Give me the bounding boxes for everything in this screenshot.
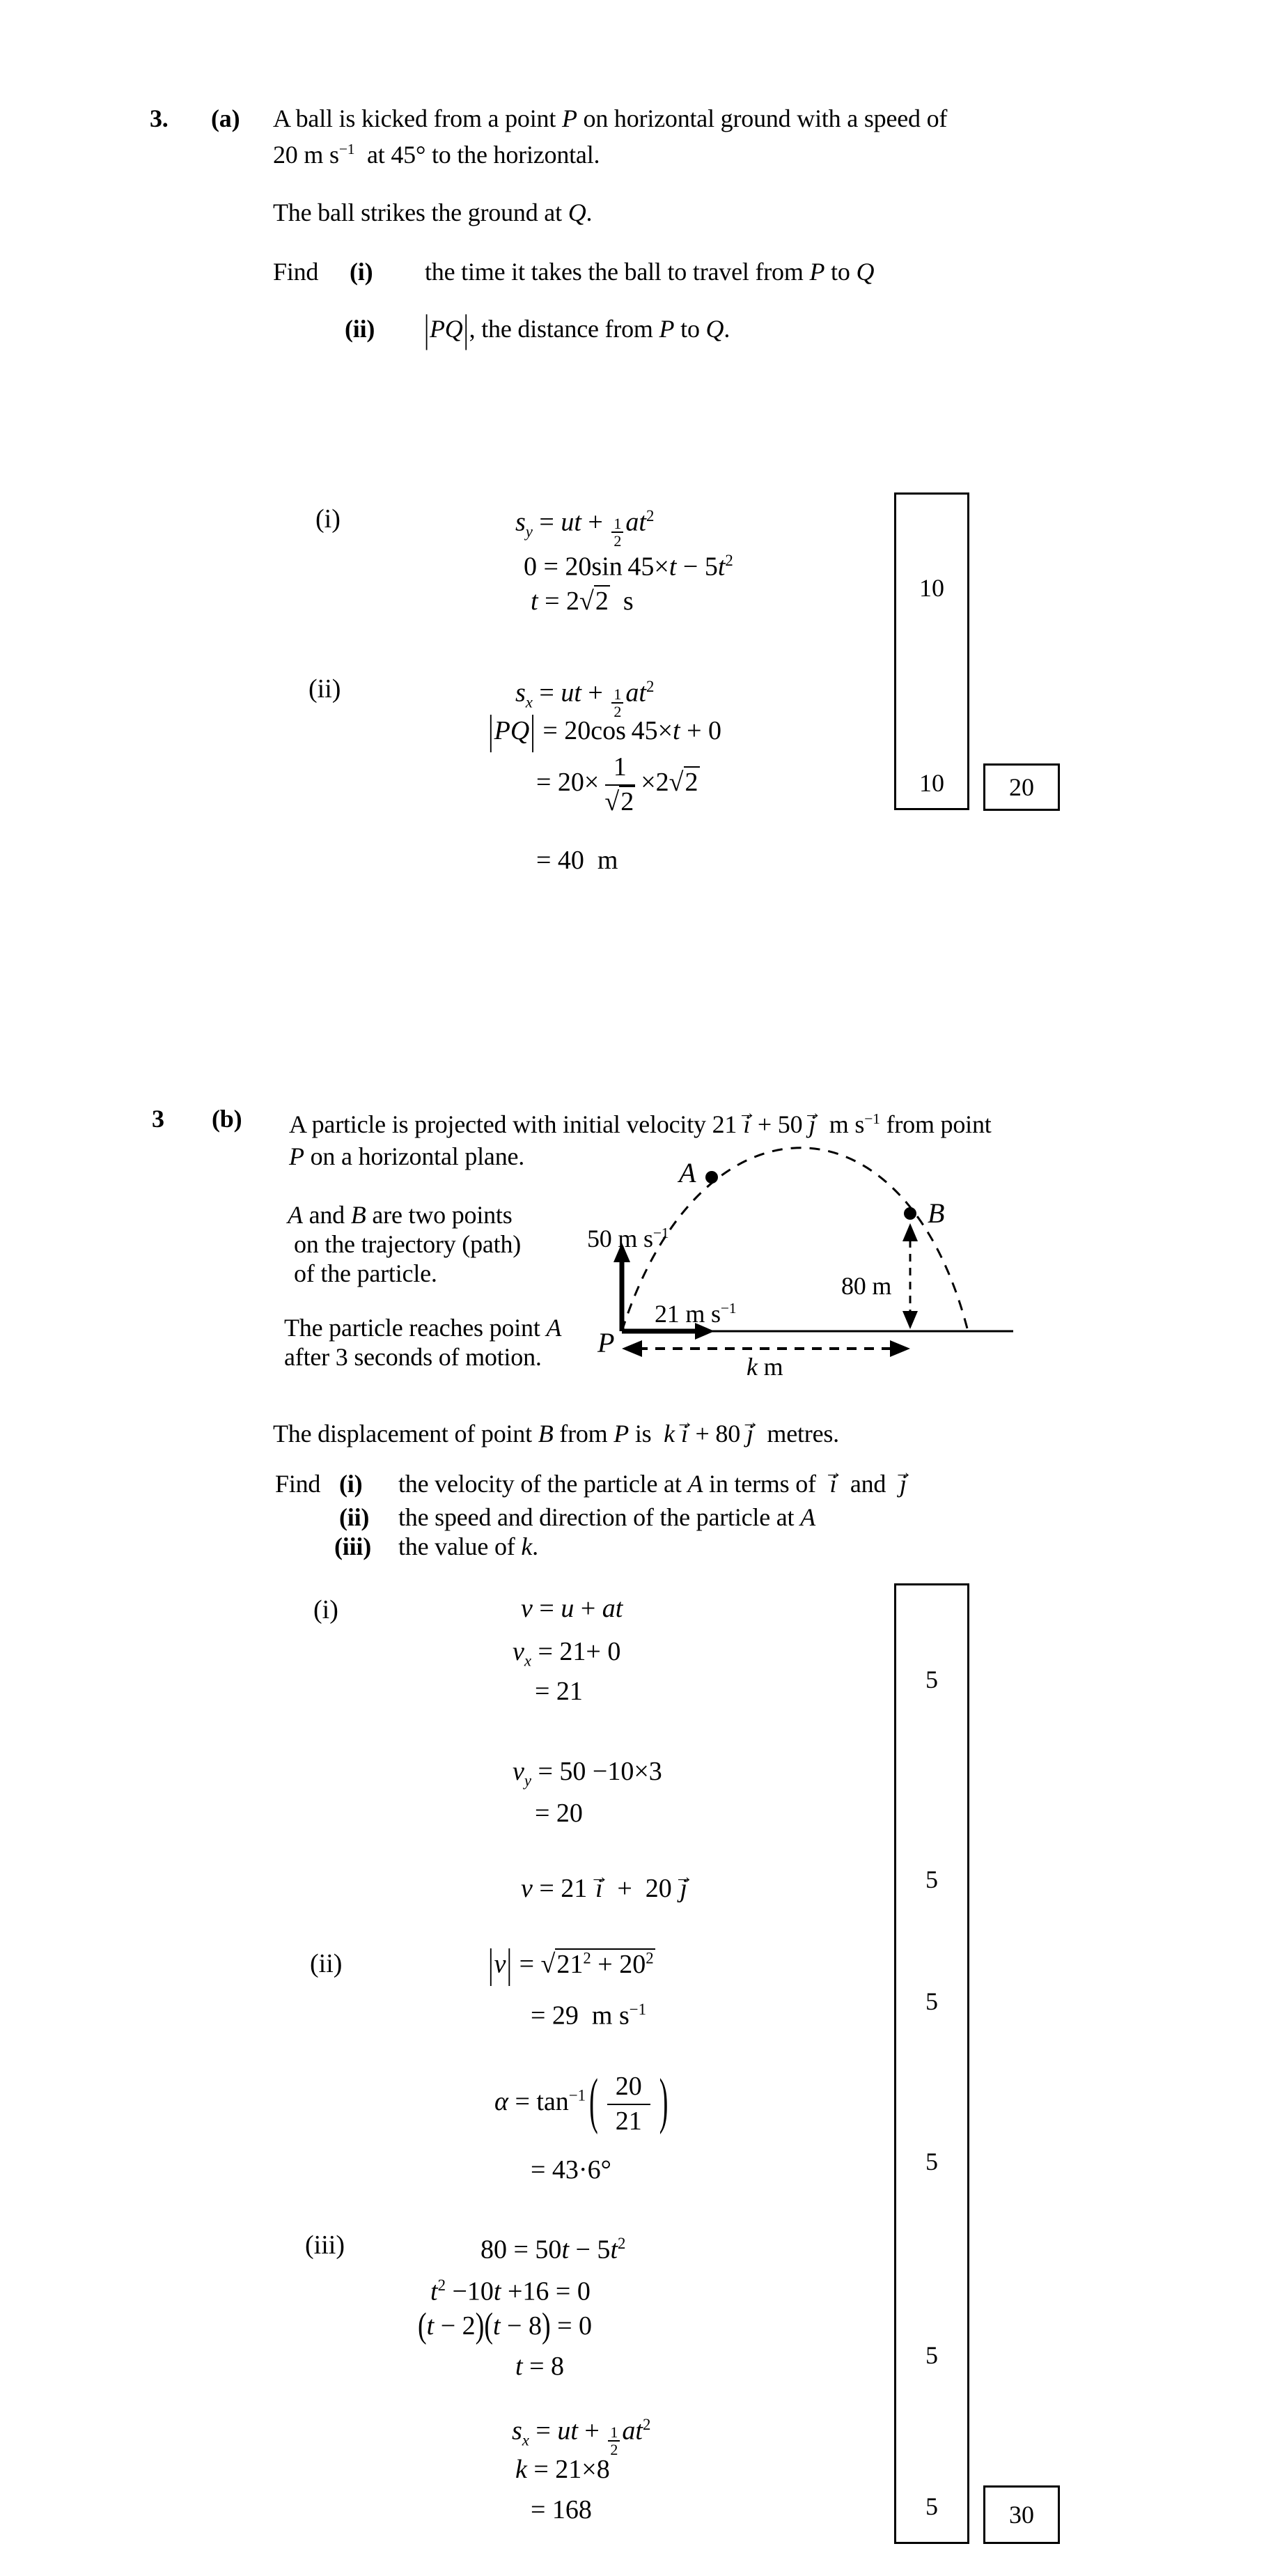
sol-b-i-row-3: = 21 xyxy=(535,1677,583,1706)
mark-b-2: 5 xyxy=(925,1865,938,1893)
label-b: B xyxy=(928,1197,945,1229)
range-arrowhead-left xyxy=(622,1340,642,1357)
sol-b-i-row-1: v = u + at xyxy=(521,1594,623,1623)
sol-b-iii-row-7: = 168 xyxy=(531,2495,592,2524)
part-b-side-1: A and B are two points xyxy=(288,1201,513,1229)
sol-a-i-row-3: t = 2√2 s xyxy=(531,585,634,616)
part-a-find-ii-text: |PQ|, the distance from P to Q. xyxy=(424,307,730,350)
part-b-line-2: P on a horizontal plane. xyxy=(289,1142,525,1170)
sol-b-iii-row-3: (t − 2)(t − 8) = 0 xyxy=(418,2306,593,2346)
part-b-find-ii-text: the speed and direction of the particle … xyxy=(398,1503,815,1531)
trajectory-diagram xyxy=(614,1147,1013,1357)
sol-b-i-label: (i) xyxy=(313,1595,338,1624)
sol-b-ii-row-1: |v| = √212 + 202 xyxy=(488,1941,655,1987)
total-box-b: 30 xyxy=(983,2485,1060,2544)
mark-b-1: 5 xyxy=(925,1666,938,1693)
sol-a-ii-label: (ii) xyxy=(308,674,341,704)
marks-column-b: 5 5 5 5 5 5 xyxy=(894,1583,969,2544)
label-a: A xyxy=(679,1157,696,1188)
label-50ms: 50 m s−1 xyxy=(587,1225,669,1252)
part-a-line-2: 20 m s−1 at 45° to the horizontal. xyxy=(273,141,600,169)
sol-b-iii-row-1: 80 = 50t − 5t2 xyxy=(480,2235,626,2265)
height-arrowhead-down xyxy=(902,1311,918,1329)
total-b: 30 xyxy=(1009,2501,1034,2529)
trajectory-path xyxy=(620,1147,969,1332)
sol-b-iii-label: (iii) xyxy=(305,2230,345,2260)
part-b-find-iii-label: (iii) xyxy=(334,1533,371,1560)
marks-column-a: 10 10 xyxy=(894,492,969,810)
part-b-find-i-label: (i) xyxy=(339,1470,363,1498)
sol-b-i-row-5: = 20 xyxy=(535,1799,583,1828)
sol-b-iii-row-4: t = 8 xyxy=(515,2352,564,2381)
part-a-find-ii-label: (ii) xyxy=(345,315,375,343)
sol-b-iii-row-2: t2 −10t +16 = 0 xyxy=(430,2276,591,2306)
label-80m: 80 m xyxy=(841,1272,892,1300)
part-b-side-3: of the particle. xyxy=(294,1259,437,1287)
part-a-line-1: A ball is kicked from a point P on horiz… xyxy=(273,104,948,132)
part-a-label: (a) xyxy=(211,104,240,132)
mark-b-5: 5 xyxy=(925,2341,938,2369)
part-b-line-1: A particle is projected with initial vel… xyxy=(289,1102,992,1138)
sol-b-i-row-2: vx = 21+ 0 xyxy=(513,1637,621,1670)
part-a-line-3: The ball strikes the ground at Q. xyxy=(273,199,593,226)
total-a: 20 xyxy=(1009,773,1034,801)
sol-b-i-row-4: vy = 50 −10×3 xyxy=(513,1757,662,1790)
question-number-b: 3 xyxy=(152,1105,164,1133)
part-b-label: (b) xyxy=(212,1105,242,1133)
part-b-find-word: Find xyxy=(275,1470,321,1498)
mark-b-6: 5 xyxy=(925,2492,938,2520)
part-b-side-4: The particle reaches point A xyxy=(284,1314,562,1342)
part-b-find-iii-text: the value of k. xyxy=(398,1533,538,1560)
point-b-dot xyxy=(904,1207,916,1220)
height-arrowhead-up xyxy=(902,1223,918,1241)
label-p: P xyxy=(597,1327,615,1358)
vertical-arrowhead xyxy=(614,1243,630,1262)
part-a-find-word: Find xyxy=(273,258,319,286)
question-number-a: 3. xyxy=(150,104,169,132)
part-b-displacement: The displacement of point B from P is k … xyxy=(273,1411,839,1448)
sol-a-ii-row-4: = 40 m xyxy=(536,846,618,875)
sol-b-ii-row-4: = 43·6° xyxy=(531,2155,611,2185)
horizontal-arrowhead xyxy=(695,1323,714,1340)
range-arrowhead-right xyxy=(890,1340,910,1357)
sol-a-ii-row-2: |PQ| = 20cos 45×t + 0 xyxy=(488,708,721,754)
part-b-find-ii-label: (ii) xyxy=(339,1503,370,1531)
label-21ms: 21 m s−1 xyxy=(655,1300,737,1328)
part-b-side-2: on the trajectory (path) xyxy=(294,1230,522,1258)
part-a-find-i-text: the time it takes the ball to travel fro… xyxy=(425,258,875,286)
sol-b-iii-row-6: k = 21×8 xyxy=(515,2455,610,2484)
sol-a-i-row-2: 0 = 20sin 45×t − 5t2 xyxy=(524,552,733,582)
mark-b-4: 5 xyxy=(925,2148,938,2175)
mark-b-3: 5 xyxy=(925,1987,938,2015)
sol-b-ii-row-2: = 29 m s−1 xyxy=(531,2001,647,2031)
mark-a-ii: 10 xyxy=(919,769,944,797)
sol-a-ii-row-3: = 20×1√2×2√2 xyxy=(536,752,700,816)
sol-a-i-label: (i) xyxy=(315,504,341,534)
mark-a-i: 10 xyxy=(919,574,944,602)
part-b-side-5: after 3 seconds of motion. xyxy=(284,1343,542,1371)
label-km: k m xyxy=(747,1353,783,1381)
part-a-find-i-label: (i) xyxy=(350,258,373,286)
part-b-find-i-text: the velocity of the particle at A in ter… xyxy=(398,1461,913,1498)
point-a-dot xyxy=(705,1171,718,1184)
total-box-a: 20 xyxy=(983,763,1060,811)
sol-b-ii-label: (ii) xyxy=(310,1949,343,1978)
sol-b-i-row-6: v = 21 →i + 20 →j xyxy=(521,1866,694,1903)
